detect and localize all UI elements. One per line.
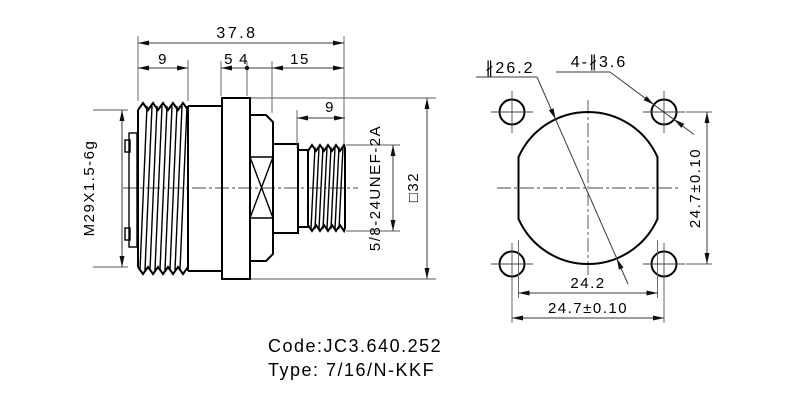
- right-view-flange-face: ∦26.2 4-∦3.6 24.2 24.7±0.10 24.7±0.10: [476, 54, 712, 323]
- dim-left-segment-9: 9: [158, 51, 168, 68]
- label-flange-diameter: ∦26.2: [485, 60, 534, 77]
- collar-section: [188, 105, 222, 272]
- left-thread-hatching: [139, 105, 188, 271]
- dim-segment-4: 4: [239, 51, 249, 68]
- right-view-arrowheads: [512, 112, 710, 321]
- part-type-text: Type: 7/16/N-KKF: [268, 360, 435, 380]
- dim-segment-15: 15: [290, 51, 310, 68]
- dim-square-size: □32: [405, 172, 422, 202]
- right-view-dimension-lines: [512, 112, 708, 319]
- flange-outline: [517, 111, 659, 265]
- right-view-extension-lines: [511, 111, 712, 323]
- label-mounting-holes: 4-∦3.6: [571, 54, 627, 71]
- part-code-text: Code:JC3.640.252: [268, 336, 442, 356]
- neck-section: [297, 149, 309, 228]
- step-section: [272, 143, 299, 234]
- right-thread-hatching: [310, 146, 344, 230]
- dim-overall-length: 37.8: [216, 25, 257, 42]
- mounting-holes-leader: [556, 71, 695, 135]
- footer-title-block: Code:JC3.640.252 Type: 7/16/N-KKF: [268, 336, 442, 380]
- dim-hole-spacing-vertical: 24.7±0.10: [687, 148, 704, 228]
- left-thread-barrel: [137, 101, 189, 276]
- dim-right-thread-length: 9: [325, 99, 335, 116]
- flange-diameter-leader: [476, 76, 629, 285]
- left-view-arrowheads: [119, 40, 430, 279]
- dim-segment-5: 5: [224, 51, 234, 68]
- hex-flange: [221, 97, 251, 280]
- dim-hole-spacing-horizontal: 24.7±0.10: [548, 300, 628, 317]
- gasket-strip: [124, 132, 138, 248]
- label-left-thread-spec: M29X1.5-6g: [81, 140, 98, 237]
- label-right-thread-spec: 5/8-24UNEF-2A: [367, 125, 384, 251]
- mounting-holes: [491, 91, 685, 285]
- right-thread-section: [307, 142, 346, 234]
- dim-across-flats: 24.2: [570, 275, 605, 292]
- left-view-side-profile: 37.8 9 5 4 15 9 M29X1.5-6g 5/8-24UNEF-2A…: [81, 25, 436, 280]
